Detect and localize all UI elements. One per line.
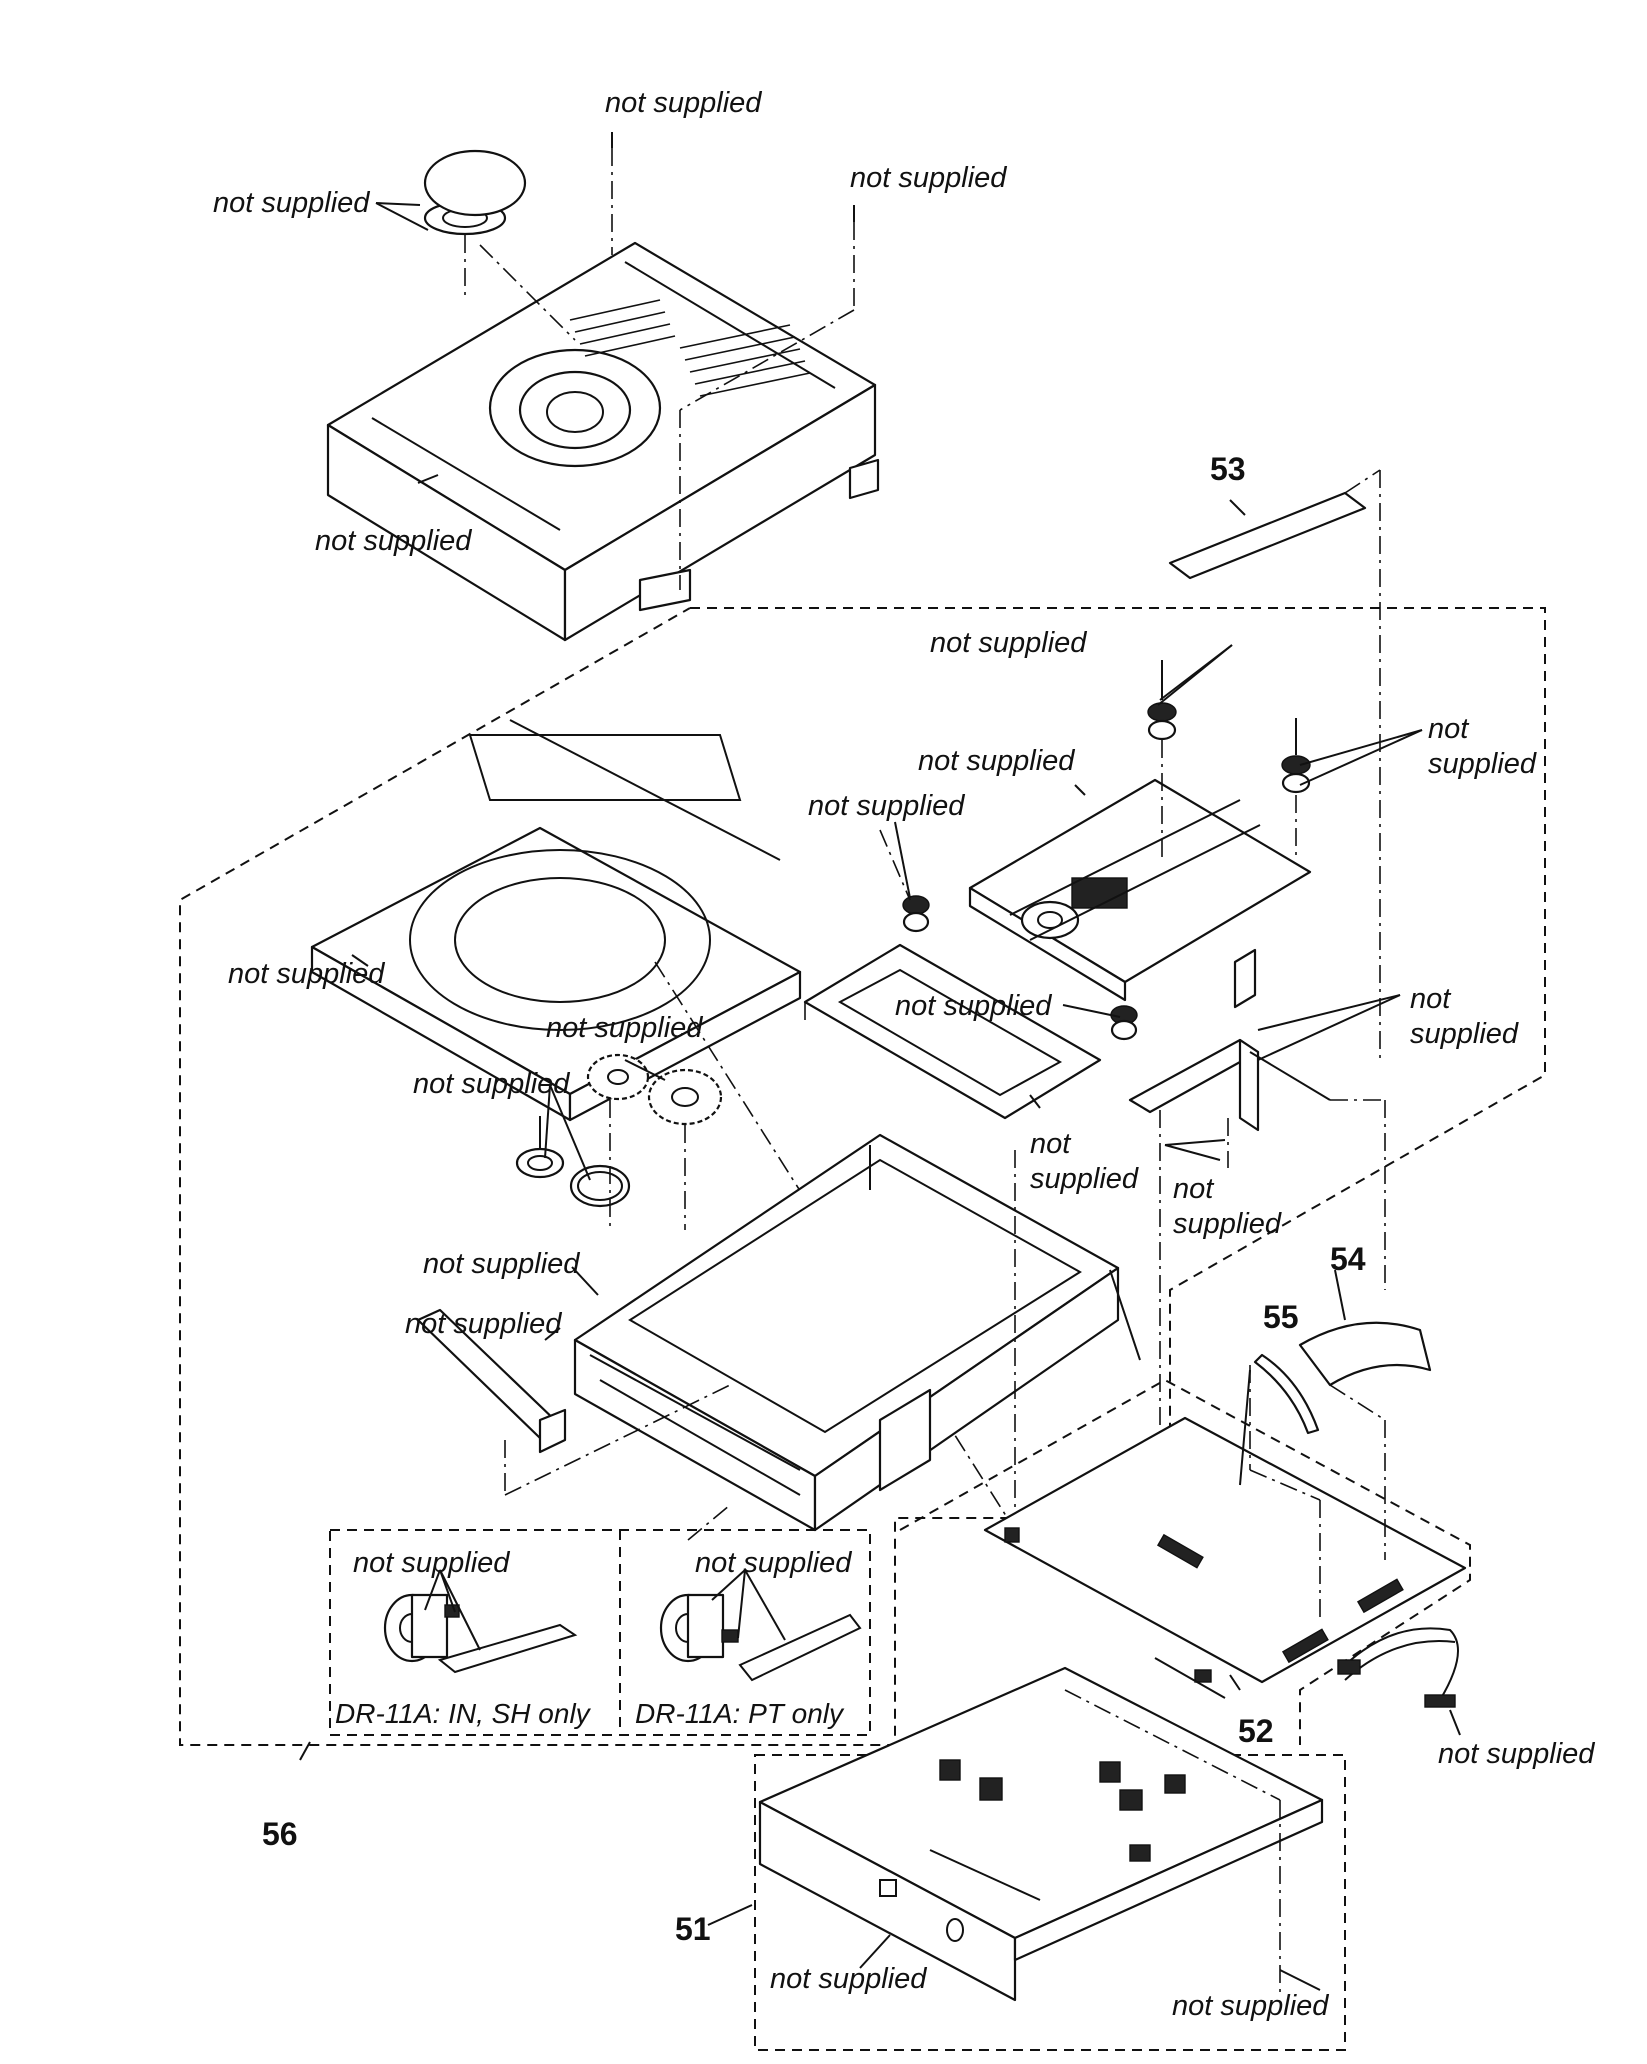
chassis <box>573 1133 1141 1532</box>
label-supplied-sled: supplied <box>1173 1208 1282 1240</box>
disc-clamp <box>423 149 576 341</box>
assembly-56-boundary <box>179 607 1546 1746</box>
label-ns-left-damper: not supplied <box>808 790 965 822</box>
label-ns-motor-pt: not supplied <box>695 1547 852 1579</box>
label-ns-damper-screws: not supplied <box>930 627 1087 659</box>
part-number-53: 53 <box>1210 451 1246 487</box>
flat-cable-54 <box>1298 1321 1432 1560</box>
damper-screws <box>879 660 1311 1041</box>
wire-harness <box>1337 1627 1459 1708</box>
note-variant-pt: DR-11A: PT only <box>635 1698 845 1729</box>
flat-cable-53 <box>1168 469 1381 1060</box>
label-ns-lever: not supplied <box>405 1308 562 1340</box>
label-supplied-frame: supplied <box>1030 1163 1139 1195</box>
label-not-sled: not <box>1173 1173 1215 1205</box>
label-supplied-bracket: supplied <box>1410 1018 1519 1050</box>
part-number-54: 54 <box>1330 1241 1366 1277</box>
label-ns-gear-top: not supplied <box>546 1012 703 1044</box>
label-ns-front-damper: not supplied <box>895 990 1052 1022</box>
part-number-51: 51 <box>675 1911 711 1947</box>
label-ns-right-screw: not supplied <box>850 162 1007 194</box>
label-ns-bottom-plate-right: not supplied <box>1172 1990 1329 2022</box>
label-ns-bottom-plate-left: not supplied <box>770 1963 927 1995</box>
assembly-52-boundary <box>899 1378 1471 1745</box>
part-number-56: 56 <box>262 1816 298 1852</box>
labels: not supplied not supplied not supplied n… <box>213 87 1595 2022</box>
sled-bracket <box>1128 948 1331 1530</box>
main-board-52 <box>983 1416 1467 1699</box>
label-ns-harness: not supplied <box>1438 1738 1595 1770</box>
label-not-right-damper: not <box>1428 713 1470 745</box>
bottom-plate-51 <box>758 1666 1324 2002</box>
gears <box>515 1053 723 1230</box>
part-number-52: 52 <box>1238 1713 1274 1749</box>
top-screws <box>611 132 855 590</box>
part-number-55: 55 <box>1263 1299 1299 1335</box>
label-not-bracket: not <box>1410 983 1452 1015</box>
label-ns-disc-clamp: not supplied <box>213 187 370 219</box>
label-ns-gear-left: not supplied <box>413 1068 570 1100</box>
label-ns-motor-in-sh: not supplied <box>353 1547 510 1579</box>
flex-lead <box>1330 1099 1386 1290</box>
loading-lever <box>416 1308 731 1496</box>
motor-in-sh <box>383 1593 578 1674</box>
top-cover <box>326 241 880 642</box>
note-variant-in-sh: DR-11A: IN, SH only <box>335 1698 592 1729</box>
mechanism-frame <box>803 943 1102 1120</box>
label-ns-top-screw: not supplied <box>605 87 762 119</box>
label-supplied-right-damper: supplied <box>1428 748 1537 780</box>
optical-mechanism <box>968 778 1312 1002</box>
motor-pt <box>659 1504 862 1682</box>
label-ns-disc-tray: not supplied <box>228 958 385 990</box>
label-ns-top-cover: not supplied <box>315 525 472 557</box>
label-not-frame: not <box>1030 1128 1072 1160</box>
flat-cable-55 <box>1249 1353 1321 1620</box>
motor-variants-boundary <box>329 1529 871 1736</box>
label-ns-chassis: not supplied <box>423 1248 580 1280</box>
leader-lines <box>299 202 1461 1991</box>
label-ns-mechanism: not supplied <box>918 745 1075 777</box>
